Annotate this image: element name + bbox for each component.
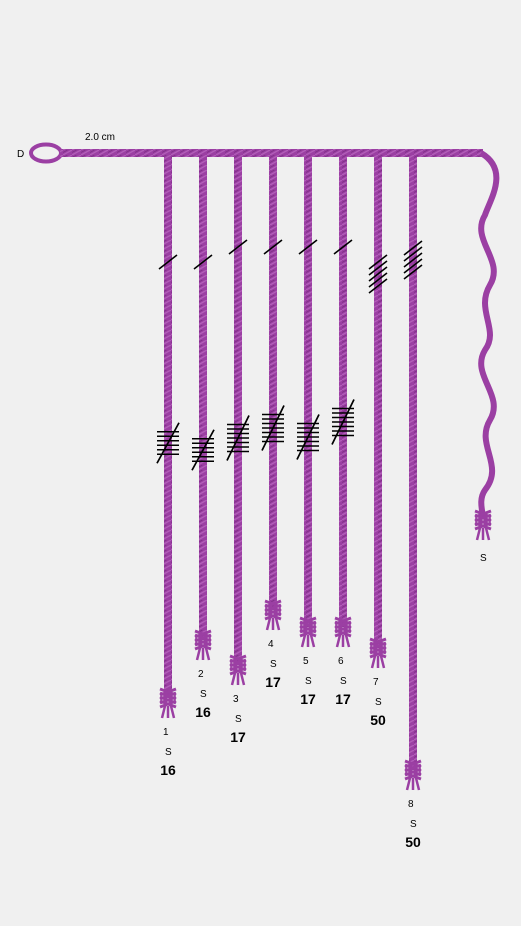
pendant-value: 17 (300, 691, 316, 707)
pendant-strand (269, 157, 277, 610)
tens-knots (298, 239, 318, 255)
pendant-twist: S (270, 659, 277, 670)
ones-long-knot (191, 429, 215, 471)
pendant-strand (374, 157, 382, 648)
pendant-number: 3 (233, 694, 239, 705)
pendant-number: 5 (303, 656, 309, 667)
tens-knots (368, 254, 388, 294)
pendant-end-knot (194, 629, 212, 661)
tens-knots (228, 239, 248, 255)
pendant-twist: S (305, 676, 312, 687)
pendant-end-knot (369, 637, 387, 669)
pendant-cord-8: 8S 50 (403, 157, 423, 850)
pendant-end-knot (334, 616, 352, 648)
pendant-cord-6: 6S 17 (331, 157, 355, 707)
pendant-twist: S (340, 676, 347, 687)
pendant-end-knot (264, 599, 282, 631)
pendant-end-knot (159, 687, 177, 719)
pendant-cord-2: 2S 16 (191, 157, 215, 720)
loose-end-cord (478, 150, 500, 519)
primary-cord-length: 2.0 cm (85, 132, 115, 143)
pendant-strand (339, 157, 347, 627)
primary-cord-loop (29, 142, 63, 164)
tens-knots (193, 254, 213, 270)
primary-cord-label: D (17, 149, 24, 160)
pendant-value: 17 (265, 674, 281, 690)
pendant-strand (164, 157, 172, 698)
pendant-value: 50 (370, 712, 386, 728)
pendant-end-knot (299, 616, 317, 648)
pendant-value: 17 (230, 729, 246, 745)
pendant-strand (409, 157, 417, 770)
ones-long-knot (331, 399, 355, 445)
pendant-twist: S (200, 689, 207, 700)
pendant-cord-7: 7S 50 (368, 157, 388, 728)
ones-long-knot (226, 415, 250, 461)
pendant-number: 4 (268, 639, 274, 650)
pendant-cord-4: 4S 17 (261, 157, 285, 690)
pendant-twist: S (375, 697, 382, 708)
pendant-end-knot (229, 654, 247, 686)
pendant-end-knot (404, 759, 422, 791)
tens-knots (403, 240, 423, 280)
ones-long-knot (261, 405, 285, 451)
pendant-number: 1 (163, 727, 169, 738)
pendant-cord-3: 3S 17 (226, 157, 250, 745)
pendant-value: 16 (160, 762, 176, 778)
pendant-cord-5: 5S 17 (296, 157, 320, 707)
tens-knots (263, 239, 283, 255)
pendant-twist: S (410, 819, 417, 830)
loose-end-twist: S (480, 553, 487, 564)
pendant-strand (234, 157, 242, 665)
pendant-strand (199, 157, 207, 640)
ones-long-knot (296, 414, 320, 460)
pendant-number: 2 (198, 669, 204, 680)
pendant-strand (304, 157, 312, 627)
pendant-number: 7 (373, 677, 379, 688)
pendant-cord-1: 1S 16 (156, 157, 180, 778)
pendant-value: 17 (335, 691, 351, 707)
tens-knots (333, 239, 353, 255)
pendant-value: 16 (195, 704, 211, 720)
pendant-twist: S (235, 714, 242, 725)
loose-end-end-knot (474, 509, 492, 541)
pendant-number: 6 (338, 656, 344, 667)
pendant-value: 50 (405, 834, 421, 850)
ones-long-knot (156, 422, 180, 464)
tens-knots (158, 254, 178, 270)
pendant-twist: S (165, 747, 172, 758)
pendant-number: 8 (408, 799, 414, 810)
primary-cord (60, 149, 483, 157)
